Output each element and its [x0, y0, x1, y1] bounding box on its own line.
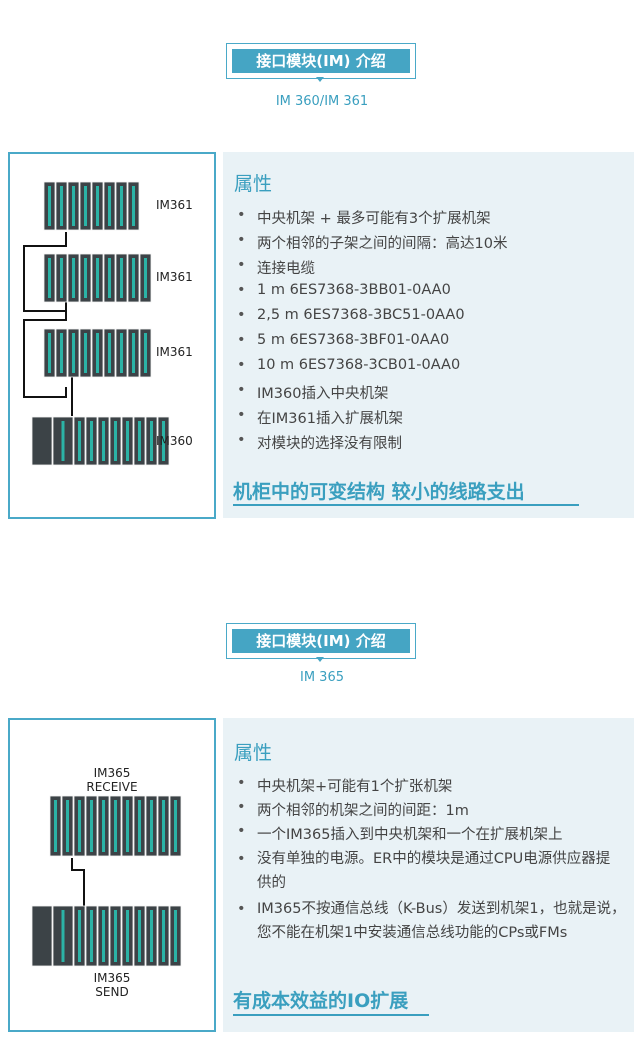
section-subtitle: IM 365 [300, 670, 344, 685]
list-item: 2,5 m 6ES7368-3BC51-0AA0 [235, 307, 507, 332]
summary-text: 机柜中的可变结构 较小的线路支出 [233, 481, 525, 503]
section-header: 接口模块(IM) 介绍 [226, 43, 416, 82]
header-pointer [316, 77, 324, 82]
summary-underline [233, 1014, 429, 1016]
properties-panel: 属性 中央机架+可能有1个扩张机架 两个相邻的机架之间的间距：1m 一个IM36… [223, 718, 634, 1032]
properties-list: 中央机架 + 最多可能有3个扩展机架 两个相邻的子架之间的间隔：高达10米 连接… [235, 207, 507, 457]
header-title: 接口模块(IM) 介绍 [232, 629, 410, 653]
section-header: 接口模块(IM) 介绍 [226, 623, 416, 662]
header-pointer [316, 657, 324, 662]
summary-underline [233, 504, 579, 506]
list-item: 1 m 6ES7368-3BB01-0AA0 [235, 282, 507, 307]
rack-module-group [31, 905, 182, 967]
list-item: 在IM361插入扩展机架 [235, 407, 507, 432]
rack-diagram-graphic [23, 181, 170, 466]
send-label-line2: SEND [95, 985, 129, 999]
rack-label-receive: IM365 RECEIVE [72, 766, 152, 794]
section-im360-361: 接口模块(IM) 介绍 IM 360/IM 361 IM361 IM361 IM… [0, 0, 644, 530]
rack-module-group [43, 253, 152, 303]
receive-label-line2: RECEIVE [86, 780, 138, 794]
section-im365: 接口模块(IM) 介绍 IM 365 IM365 RECEIVE IM365 S… [0, 600, 644, 1045]
list-item: 中央机架 + 最多可能有3个扩展机架 [235, 207, 507, 232]
rack-module-group [43, 181, 140, 231]
rack-label-im361-3: IM361 [156, 345, 193, 359]
rack-label-im360: IM360 [156, 434, 193, 448]
list-item: 两个相邻的机架之间的间距：1m [235, 799, 627, 823]
list-item: IM365不按通信总线（K-Bus）发送到机架1，也就是说，您不能在机架1中安装… [235, 897, 627, 945]
list-item: 5 m 6ES7368-3BF01-0AA0 [235, 332, 507, 357]
properties-title: 属性 [234, 742, 273, 764]
list-item: 连接电缆 [235, 257, 507, 282]
properties-panel: 属性 中央机架 + 最多可能有3个扩展机架 两个相邻的子架之间的间隔：高达10米… [223, 152, 634, 518]
header-title: 接口模块(IM) 介绍 [232, 49, 410, 73]
list-item: 没有单独的电源。ER中的模块是通过CPU电源供应器提供的 [235, 847, 617, 895]
rack-module-group [49, 795, 182, 857]
rack-diagram: IM365 RECEIVE IM365 SEND [8, 718, 216, 1032]
section-subtitle: IM 360/IM 361 [275, 94, 369, 109]
rack-label-im361-2: IM361 [156, 270, 193, 284]
send-label-line1: IM365 [93, 971, 131, 985]
list-item: 一个IM365插入到中央机架和一个在扩展机架上 [235, 823, 627, 847]
rack-module-group [43, 328, 152, 378]
rack-diagram-graphic [31, 795, 182, 967]
list-item: IM360插入中央机架 [235, 382, 507, 407]
properties-list: 中央机架+可能有1个扩张机架 两个相邻的机架之间的间距：1m 一个IM365插入… [235, 775, 627, 945]
rack-label-send: IM365 SEND [72, 971, 152, 999]
rack-label-im361-1: IM361 [156, 198, 193, 212]
list-item: 10 m 6ES7368-3CB01-0AA0 [235, 357, 507, 382]
list-item: 两个相邻的子架之间的间隔：高达10米 [235, 232, 507, 257]
properties-title: 属性 [234, 173, 273, 195]
rack-module-group [31, 416, 170, 466]
list-item: 中央机架+可能有1个扩张机架 [235, 775, 627, 799]
list-item: 对模块的选择没有限制 [235, 432, 507, 457]
receive-label-line1: IM365 [93, 766, 131, 780]
rack-diagram: IM361 IM361 IM361 IM360 [8, 152, 216, 519]
summary-text: 有成本效益的IO扩展 [233, 990, 409, 1012]
